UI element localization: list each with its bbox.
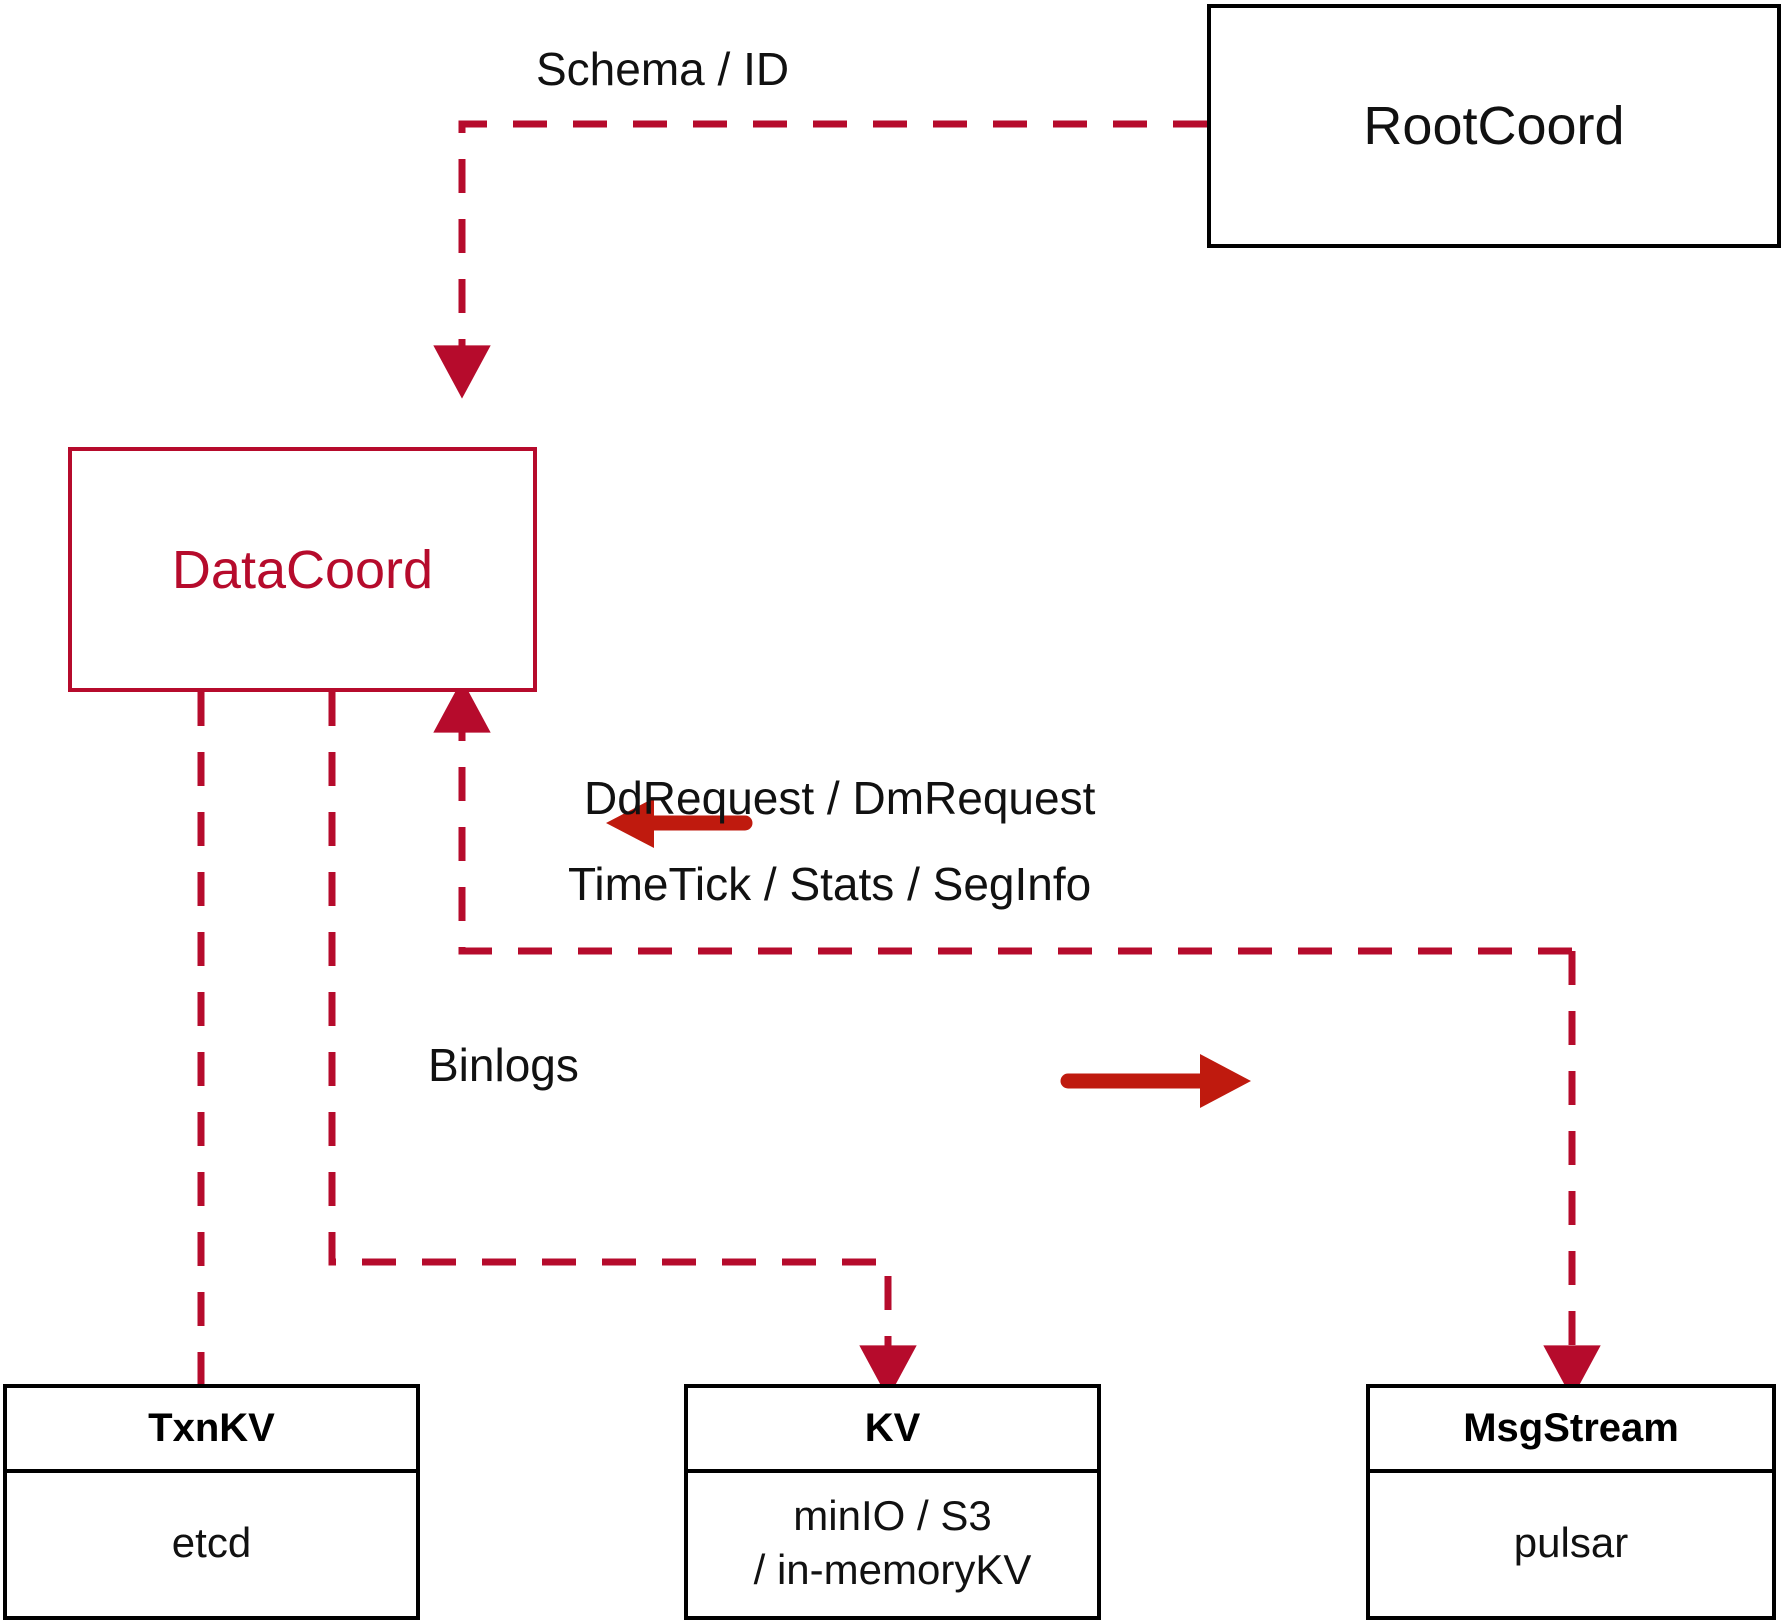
edge-ddrequest-dmrequest xyxy=(433,679,1572,955)
edge-label-schema-id: Schema / ID xyxy=(536,43,790,95)
node-txnkv-divider xyxy=(3,1469,420,1473)
outbound-direction-arrow-icon xyxy=(1060,1054,1251,1108)
node-txnkv-subtitle: etcd xyxy=(171,1518,252,1566)
edge-label-timetick-stats-seginfo: TimeTick / Stats / SegInfo xyxy=(568,858,1092,910)
node-kv-divider xyxy=(684,1469,1101,1473)
node-kv-title: KV xyxy=(864,1406,921,1450)
node-rootcoord-label: RootCoord xyxy=(1363,96,1625,156)
node-txnkv[interactable]: TxnKV etcd xyxy=(3,1384,420,1620)
node-datacoord-label: DataCoord xyxy=(171,539,434,600)
node-kv-subtitle-line1: minIO / S3 xyxy=(793,1491,992,1539)
edge-label-binlogs: Binlogs xyxy=(428,1039,579,1091)
node-msgstream-divider xyxy=(1366,1469,1776,1473)
node-rootcoord[interactable]: RootCoord xyxy=(1207,4,1781,248)
node-msgstream-title: MsgStream xyxy=(1463,1406,1679,1450)
node-datacoord[interactable]: DataCoord xyxy=(68,447,537,692)
edge-label-ddrequest-dmrequest: DdRequest / DmRequest xyxy=(584,772,1096,824)
node-kv[interactable]: KV minIO / S3 / in-memoryKV xyxy=(684,1384,1101,1620)
edge-schema-id xyxy=(433,120,1207,399)
node-txnkv-title: TxnKV xyxy=(148,1406,275,1450)
edge-binlogs xyxy=(328,692,917,1399)
inbound-direction-arrow-icon xyxy=(606,798,753,848)
node-msgstream-subtitle: pulsar xyxy=(1513,1518,1629,1566)
node-kv-subtitle-line2: / in-memoryKV xyxy=(753,1545,1032,1593)
node-msgstream[interactable]: MsgStream pulsar xyxy=(1366,1384,1776,1620)
